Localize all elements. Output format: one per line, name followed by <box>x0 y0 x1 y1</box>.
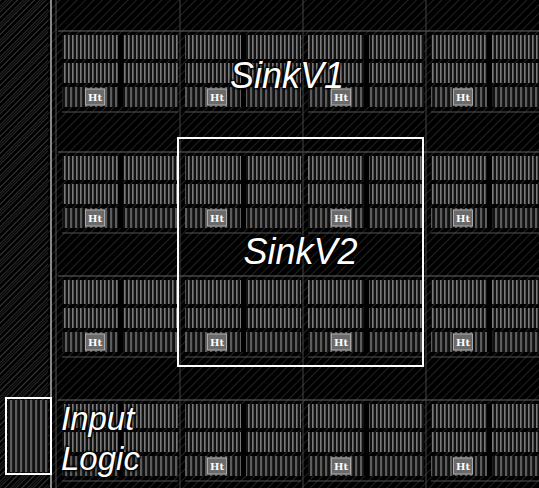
trojan-marker: Ht <box>453 210 473 227</box>
rail <box>308 357 424 358</box>
cell-gap <box>487 156 492 228</box>
region-label: SinkV1 <box>230 55 344 97</box>
column-rail <box>426 0 427 488</box>
cell-gap <box>118 156 123 228</box>
cell-gap <box>241 404 246 476</box>
rail <box>185 481 301 482</box>
trojan-marker: Ht <box>207 334 227 351</box>
cell-gap <box>118 280 123 352</box>
trojan-marker: Ht <box>453 334 473 351</box>
cell-row <box>431 156 539 180</box>
cell-row <box>431 308 539 328</box>
rail <box>431 357 539 358</box>
logic-box: Input Logic <box>5 397 52 475</box>
trojan-marker: Ht <box>331 458 351 475</box>
cell-row <box>431 404 539 428</box>
column-rail <box>180 0 181 488</box>
trojan-marker: Ht <box>453 89 473 106</box>
cell-row <box>431 332 539 352</box>
cell-row <box>431 456 539 476</box>
cell-gap <box>364 404 369 476</box>
rail <box>62 481 178 482</box>
region-box: SinkV2 <box>177 137 424 367</box>
rail <box>62 112 178 113</box>
trojan-marker: Ht <box>331 89 351 106</box>
rail <box>185 357 301 358</box>
cell-row <box>431 208 539 228</box>
rail <box>431 112 539 113</box>
power-rail <box>56 0 57 488</box>
rail <box>58 276 539 277</box>
cell-row <box>431 280 539 304</box>
rail <box>58 31 539 32</box>
cell-gap <box>241 156 246 228</box>
cell-row <box>431 87 539 107</box>
trojan-marker: Ht <box>85 89 105 106</box>
cell-gap <box>487 280 492 352</box>
cell-gap <box>487 404 492 476</box>
trojan-marker: Ht <box>207 89 227 106</box>
rail <box>431 233 539 234</box>
cell-gap <box>118 35 123 107</box>
trojan-marker: Ht <box>207 210 227 227</box>
cell-row <box>431 184 539 204</box>
cell-row <box>431 63 539 83</box>
rail <box>308 481 424 482</box>
cell-gap <box>487 35 492 107</box>
cell-gap <box>364 35 369 107</box>
rail <box>308 112 424 113</box>
cell-row <box>431 35 539 59</box>
rail <box>62 233 178 234</box>
cell-gap <box>241 280 246 352</box>
cell-gap <box>364 280 369 352</box>
region-label: SinkV2 <box>243 230 357 273</box>
input-logic-cells <box>8 400 48 472</box>
trojan-marker: Ht <box>85 334 105 351</box>
trojan-marker: Ht <box>207 458 227 475</box>
trojan-marker: Ht <box>453 458 473 475</box>
trojan-marker: Ht <box>85 210 105 227</box>
left-strip <box>0 0 48 488</box>
cell-gap <box>364 156 369 228</box>
trojan-marker: Ht <box>331 210 351 227</box>
rail <box>431 481 539 482</box>
rail <box>185 112 301 113</box>
region-label: Input Logic <box>61 399 176 479</box>
cell-row <box>431 432 539 452</box>
rail <box>62 357 178 358</box>
trojan-marker: Ht <box>331 334 351 351</box>
rail <box>58 152 539 153</box>
